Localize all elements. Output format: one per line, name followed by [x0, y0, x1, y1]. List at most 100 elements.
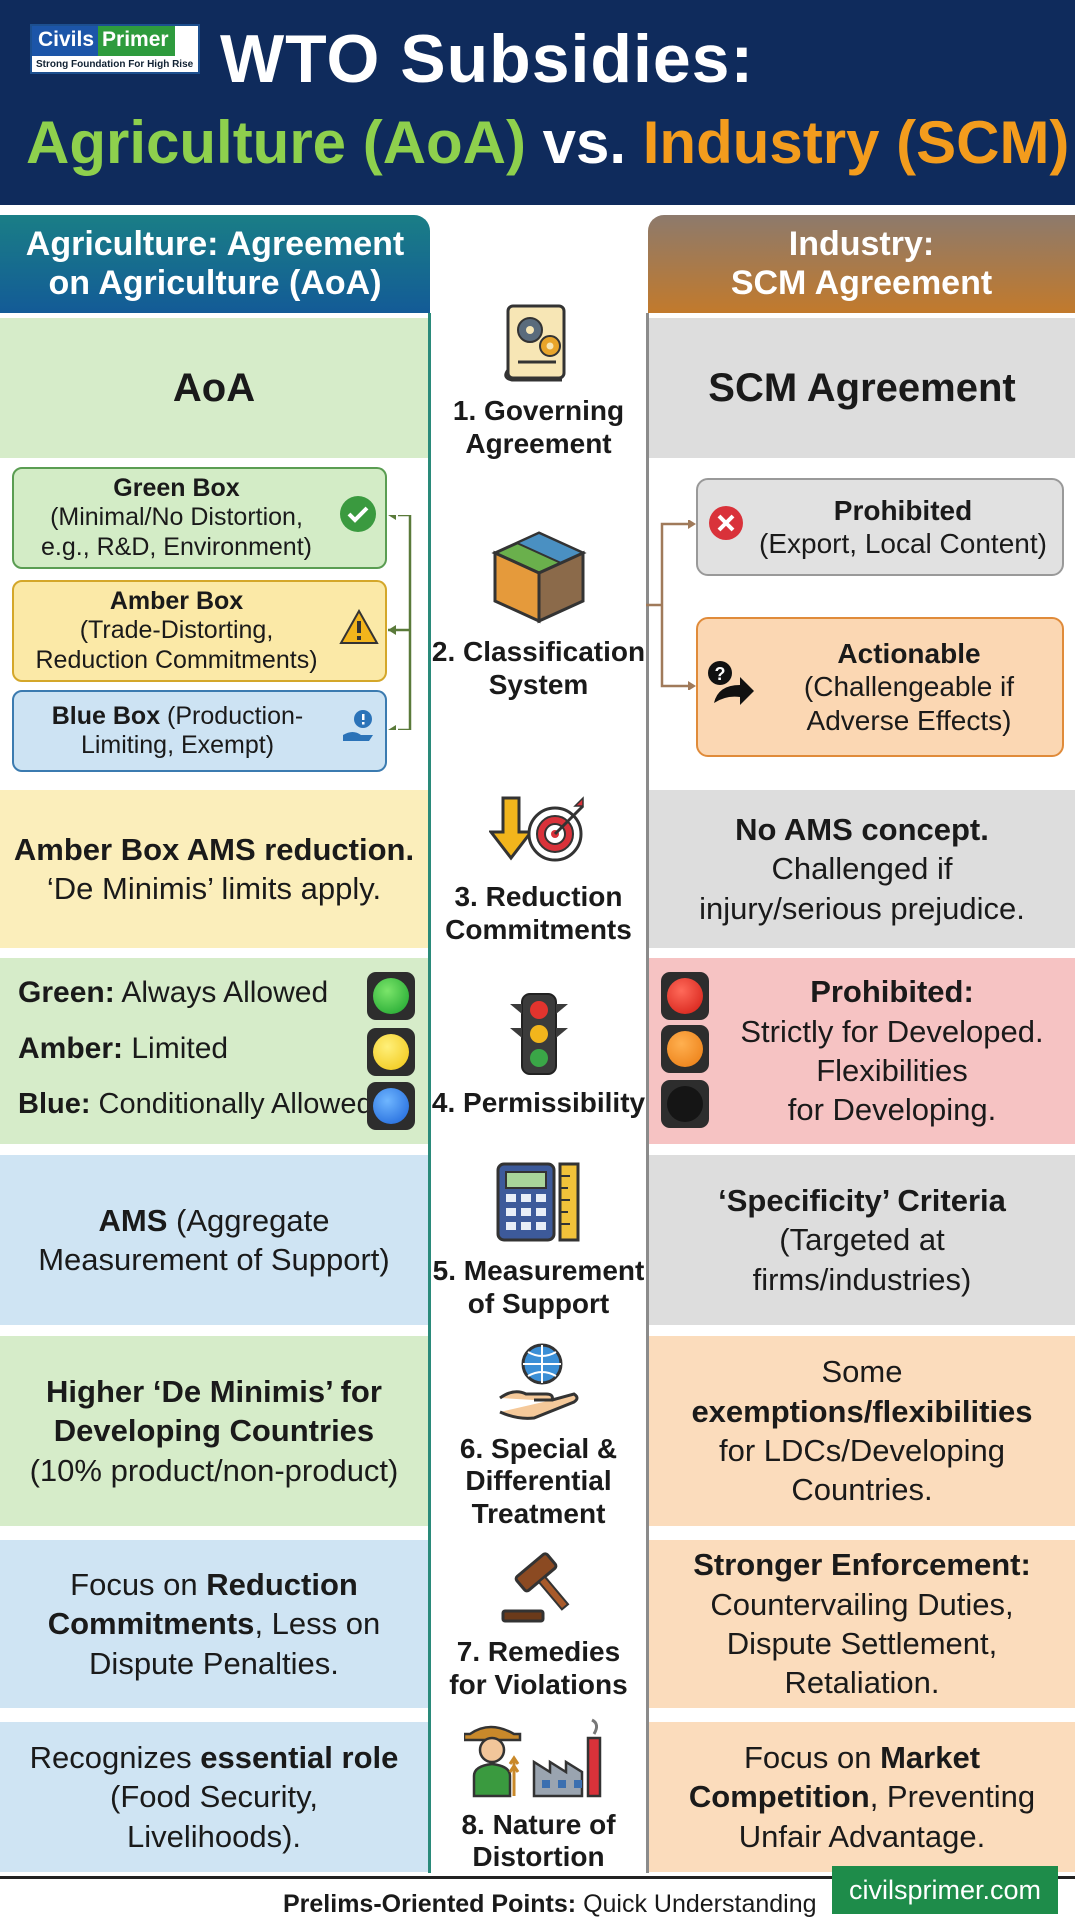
header-banner: Civils Primer Strong Foundation For High…: [0, 0, 1075, 205]
row1-right: SCM Agreement: [649, 318, 1075, 458]
off-light-icon: [661, 1080, 709, 1128]
row4-label-text: 4. Permissibility: [431, 1087, 646, 1119]
hand-globe-icon: [496, 1342, 582, 1427]
row5-label: 5. Measurement of Support: [431, 1155, 646, 1325]
row7-right-bold: Stronger Enforcement:: [693, 1547, 1031, 1583]
row3-label-text1: 3. Reduction: [454, 881, 623, 913]
row6-label-text1: 6. Special &: [459, 1433, 618, 1465]
amber-box-text1: (Trade-Distorting,: [79, 616, 274, 645]
row3-right-text1: Challenged if: [771, 851, 953, 887]
row7-right-text2: Dispute Settlement,: [726, 1626, 998, 1661]
blue-box-card: Blue Box (Production- Limiting, Exempt): [12, 690, 387, 772]
row8-label-text2: Distortion: [472, 1841, 605, 1872]
row5-right-bold: ‘Specificity’ Criteria: [718, 1182, 1006, 1218]
page-subtitle: Agriculture (AoA) vs. Industry (SCM): [26, 108, 1069, 177]
row1-label: 1. Governing Agreement: [431, 295, 646, 465]
row7-left-bold1: Reduction: [206, 1566, 358, 1602]
right-bracket-connector: [646, 520, 696, 690]
page-title: WTO Subsidies:: [220, 21, 755, 97]
actionable-text2: Adverse Effects): [806, 704, 1012, 736]
amber-box-title: Amber Box: [109, 586, 244, 615]
logo-tagline: Strong Foundation For High Rise: [36, 59, 194, 70]
footer-brand-link[interactable]: civilsprimer.com: [832, 1866, 1058, 1914]
actionable-text1: (Challengeable if: [803, 671, 1015, 703]
row4-right-text3: for Developing.: [787, 1092, 997, 1128]
perm-blue-val: Conditionally Allowed: [90, 1088, 373, 1120]
right-divider: [646, 313, 649, 1873]
gears-document-icon: [500, 300, 578, 389]
green-light-icon: [367, 972, 415, 1020]
row8-left-bold: essential role: [200, 1739, 399, 1775]
row6-left-text: (10% product/non-product): [29, 1452, 399, 1488]
subtitle-industry: Industry (SCM): [642, 109, 1070, 176]
row8-right-text2: , Preventing: [869, 1779, 1036, 1815]
perm-amber-line: Amber: Limited: [18, 1032, 228, 1066]
calculator-ruler-icon: [494, 1160, 584, 1249]
row8-label: 8. Nature of Distortion: [431, 1718, 646, 1873]
row1-left: AoA: [0, 318, 428, 458]
question-arrow-icon: ?: [706, 659, 756, 714]
footer-text: Prelims-Oriented Points: Quick Understan…: [283, 1890, 817, 1919]
row8-left: Recognizes essential role(Food Security,…: [0, 1722, 428, 1872]
row6-right-text1: Some: [821, 1354, 903, 1390]
row3-left-text: ‘De Minimis’ limits apply.: [46, 871, 382, 906]
row8-right-bold2: Competition: [688, 1779, 870, 1815]
check-icon: [339, 495, 377, 541]
logo-civils: Civils: [32, 26, 99, 56]
green-box-title: Green Box: [113, 473, 240, 502]
row3-label-text2: Commitments: [445, 913, 632, 945]
row5-left-bold: AMS: [98, 1202, 168, 1238]
traffic-light-icon: [504, 990, 574, 1081]
green-box-text2: e.g., R&D, Environment): [41, 532, 312, 561]
perm-blue-key: Blue:: [18, 1088, 91, 1120]
row4-right: Prohibited:Strictly for Developed.Flexib…: [649, 958, 1075, 1144]
row7-label-text2: for Violations: [449, 1668, 628, 1700]
right-header-line2: SCM Agreement: [730, 264, 993, 302]
row8-label-text1: 8. Nature of: [461, 1808, 616, 1840]
row3-left: Amber Box AMS reduction. ‘De Minimis’ lim…: [0, 790, 428, 948]
row6-left-bold1: Higher ‘De Minimis’ for: [46, 1373, 382, 1409]
row8-right-text1: Focus on: [743, 1739, 881, 1775]
green-box-text1: (Minimal/No Distortion,: [50, 503, 303, 532]
x-circle-icon: [708, 505, 744, 548]
perm-green-val: Always Allowed: [114, 976, 329, 1009]
farmer-factory-icon: [462, 1718, 614, 1803]
left-bracket-connector: [388, 515, 412, 730]
row3-left-bold: Amber Box AMS reduction.: [13, 831, 415, 867]
left-header-line1: Agriculture: Agreement: [25, 224, 405, 263]
row5-left-text2: Measurement of Support): [38, 1242, 390, 1277]
row8-right-bold1: Market: [880, 1739, 981, 1775]
row2-label-text2: System: [488, 668, 589, 700]
row7-label-text1: 7. Remedies: [456, 1636, 621, 1668]
row7-right: Stronger Enforcement:Countervailing Duti…: [649, 1540, 1075, 1708]
row6-left-bold2: Developing Countries: [53, 1413, 375, 1449]
row6-right-text2: for LDCs/Developing: [718, 1433, 1005, 1468]
amber-light-icon: [367, 1028, 415, 1076]
amber-box-card: Amber Box (Trade-Distorting, Reduction C…: [12, 580, 387, 682]
row5-left-text1: (Aggregate: [167, 1202, 330, 1238]
row8-left-text1: Recognizes: [29, 1739, 201, 1775]
target-arrow-icon: [487, 794, 589, 875]
row8-right-text3: Unfair Advantage.: [738, 1818, 986, 1854]
row6-right-text3: Countries.: [791, 1472, 933, 1508]
row5-label-text1: 5. Measurement: [432, 1255, 645, 1287]
brand-logo: Civils Primer Strong Foundation For High…: [30, 24, 200, 74]
row5-label-text2: of Support: [467, 1287, 610, 1319]
row2-label: 2. Classification System: [431, 520, 646, 710]
row5-right-text2: firms/industries): [752, 1261, 972, 1297]
row7-label: 7. Remedies for Violations: [431, 1540, 646, 1710]
row2-label-text1: 2. Classification: [431, 636, 646, 668]
right-header-line1: Industry:: [788, 224, 935, 263]
prohibited-text: (Export, Local Content): [759, 528, 1047, 559]
row7-left-text1: Focus on: [70, 1566, 207, 1602]
row6-label-text2: Differential: [465, 1465, 612, 1497]
row6-label-text3: Treatment: [471, 1497, 606, 1529]
